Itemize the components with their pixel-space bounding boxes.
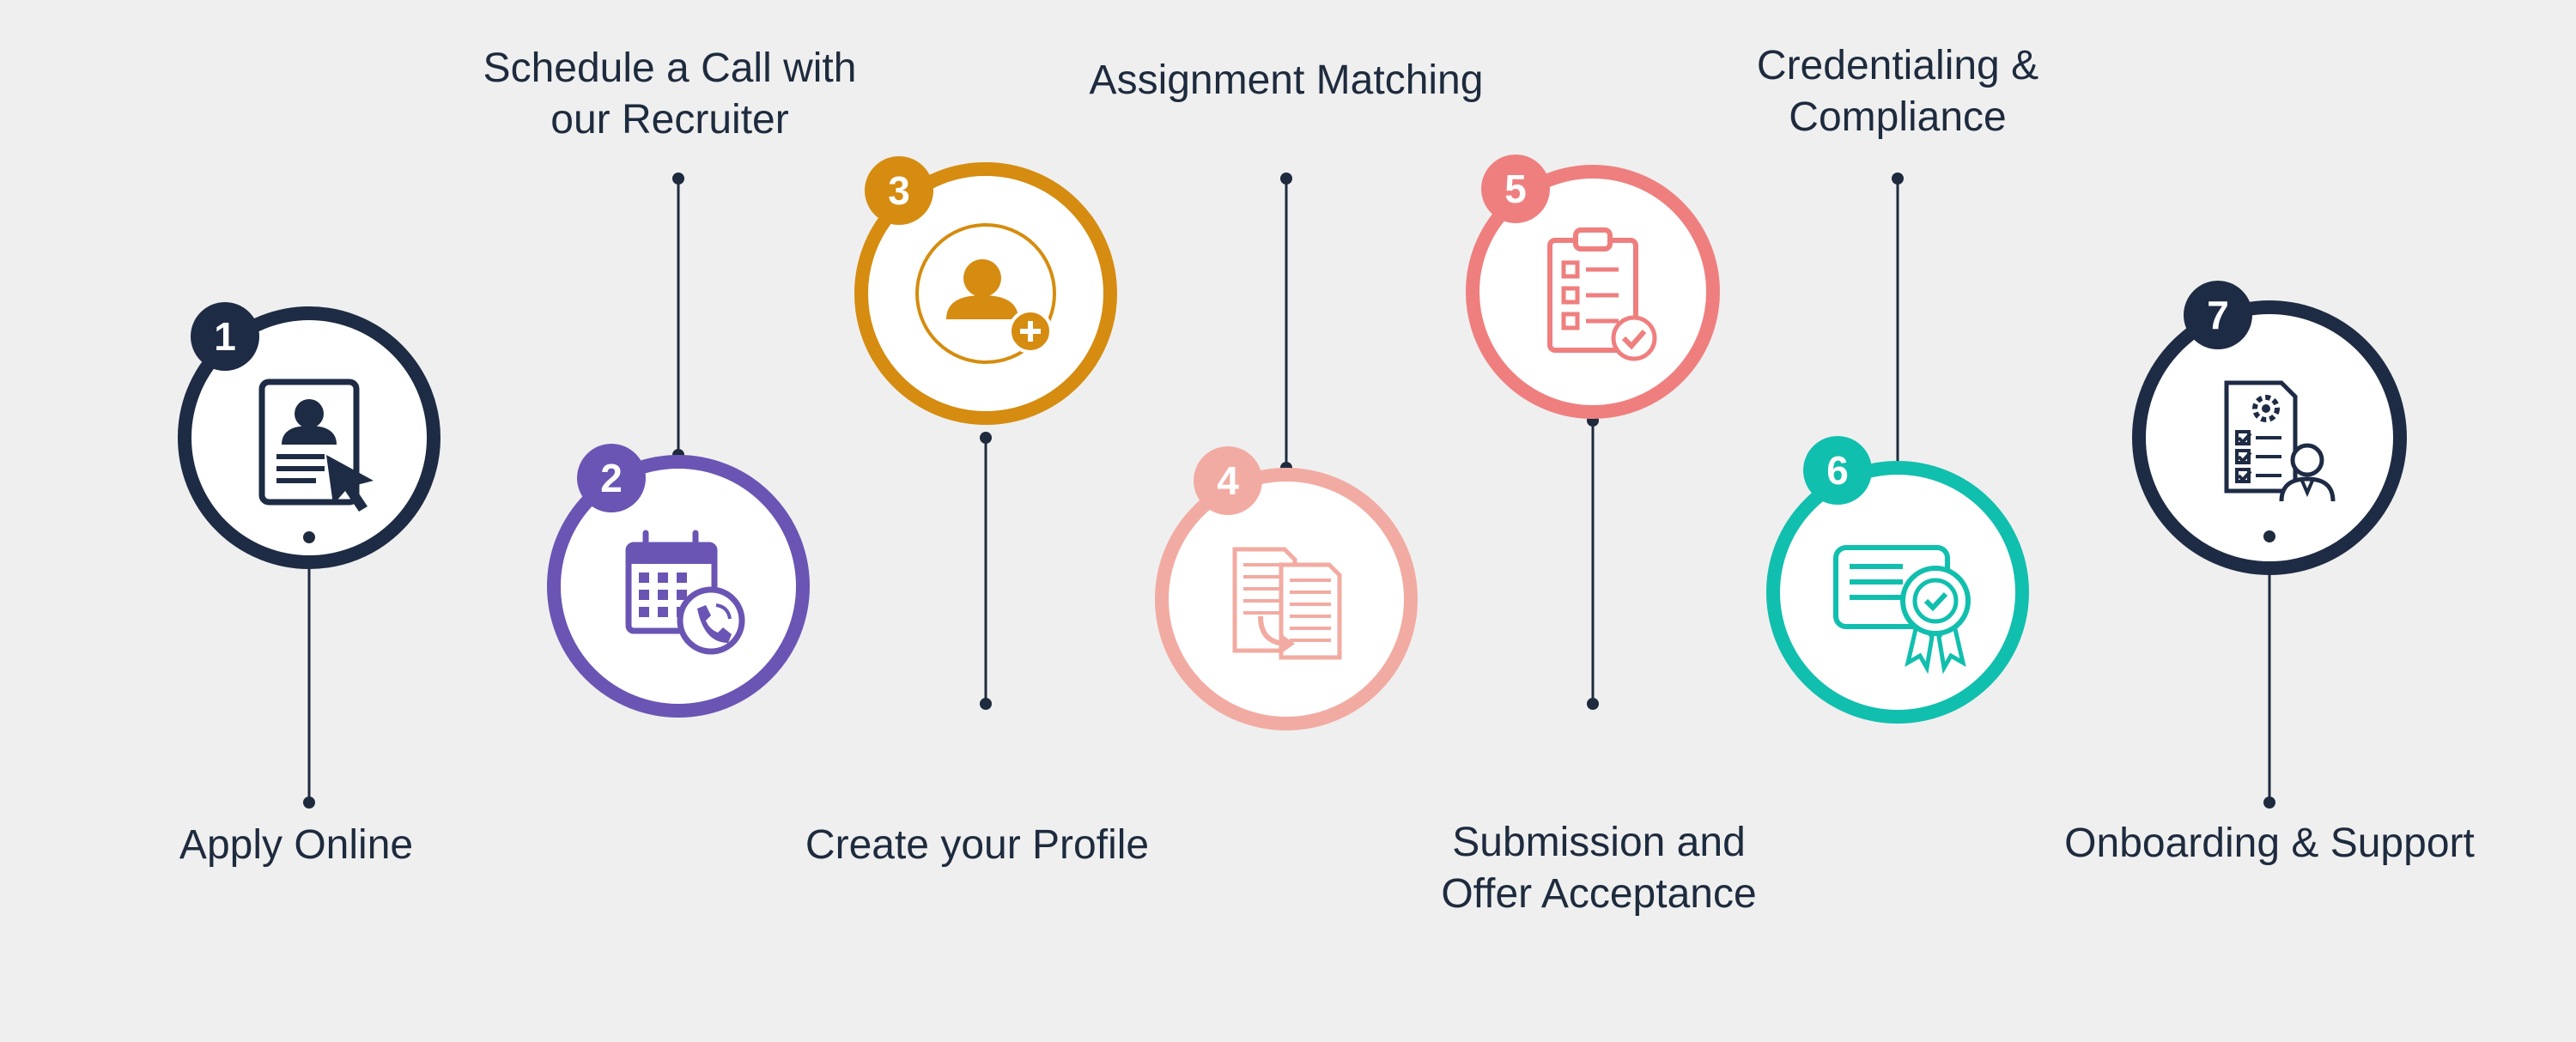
step-4-connector <box>1280 173 1292 474</box>
clipboard-checklist-icon <box>1547 227 1657 361</box>
step-5-number-badge: 5 <box>1481 154 1550 223</box>
step-7-node: 7 <box>2132 281 2407 575</box>
step-6-connector <box>1892 173 1904 474</box>
svg-text:7: 7 <box>2207 293 2229 337</box>
step-2-connector <box>672 173 684 461</box>
step-7-number-badge: 7 <box>2184 281 2252 349</box>
resume-cursor-icon <box>258 379 374 512</box>
svg-text:3: 3 <box>888 168 910 213</box>
document-match-icon <box>1232 547 1342 660</box>
svg-text:1: 1 <box>214 314 236 359</box>
certificate-badge-icon <box>1833 545 1971 675</box>
step-4-node: 4 <box>1155 446 1418 730</box>
step-2-node: 2 <box>547 444 810 718</box>
step-6-label: Credentialing & Compliance <box>1756 43 2039 140</box>
onboarding-checklist-icon <box>2224 380 2336 502</box>
step-5-connector <box>1587 415 1599 710</box>
svg-text:6: 6 <box>1826 448 1849 493</box>
step-6-node: 6 <box>1766 436 2029 724</box>
step-3-number-badge: 3 <box>865 156 933 225</box>
step-3-label: Create your Profile <box>805 822 1150 868</box>
user-add-icon <box>915 223 1056 364</box>
svg-text:5: 5 <box>1504 167 1527 211</box>
step-1-node: 1 <box>178 302 440 569</box>
step-7-label: Onboarding & Support <box>2064 821 2475 866</box>
step-6-number-badge: 6 <box>1803 436 1872 505</box>
svg-text:2: 2 <box>600 456 623 500</box>
svg-text:4: 4 <box>1217 458 1239 503</box>
step-1-connector <box>303 531 315 809</box>
calendar-phone-icon <box>625 530 745 655</box>
step-4-label: Assignment Matching <box>1089 58 1484 103</box>
step-3-connector <box>980 432 992 710</box>
step-2-number-badge: 2 <box>577 444 646 512</box>
step-1-number-badge: 1 <box>191 302 259 371</box>
step-5-node: 5 <box>1466 154 1720 419</box>
step-5-label: Submission and Offer Acceptance <box>1441 820 1757 917</box>
step-2-label: Schedule a Call with our Recruiter <box>483 45 857 142</box>
step-4-number-badge: 4 <box>1194 446 1262 515</box>
step-3-node: 3 <box>854 156 1117 425</box>
step-1-label: Apply Online <box>179 822 414 868</box>
